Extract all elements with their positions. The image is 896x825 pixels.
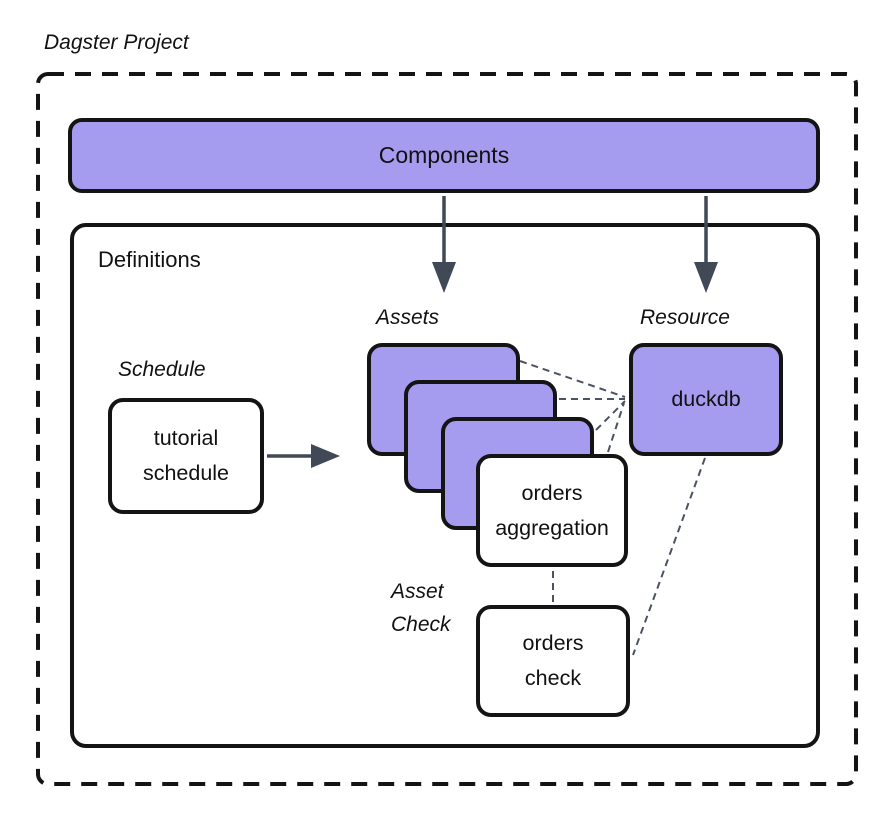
- duckdb-node: duckdb: [629, 343, 783, 456]
- orders-aggregation-node: orders aggregation: [476, 454, 628, 567]
- asset-check-group-label: Asset Check: [391, 580, 451, 636]
- orders-check-label: orders check: [522, 631, 584, 690]
- duckdb-label: duckdb: [671, 387, 741, 412]
- resource-group-label: Resource: [640, 306, 730, 329]
- tutorial-schedule-node: tutorial schedule: [108, 398, 264, 514]
- orders-check-node: orders check: [476, 605, 630, 717]
- diagram-title: Dagster Project: [44, 31, 189, 54]
- definitions-label: Definitions: [98, 247, 201, 272]
- components-bar: Components: [68, 118, 820, 193]
- schedule-group-label: Schedule: [118, 358, 206, 381]
- tutorial-schedule-label: tutorial schedule: [142, 426, 230, 485]
- components-label: Components: [378, 142, 510, 168]
- orders-aggregation-label: orders aggregation: [495, 480, 609, 540]
- assets-group-label: Assets: [376, 306, 440, 329]
